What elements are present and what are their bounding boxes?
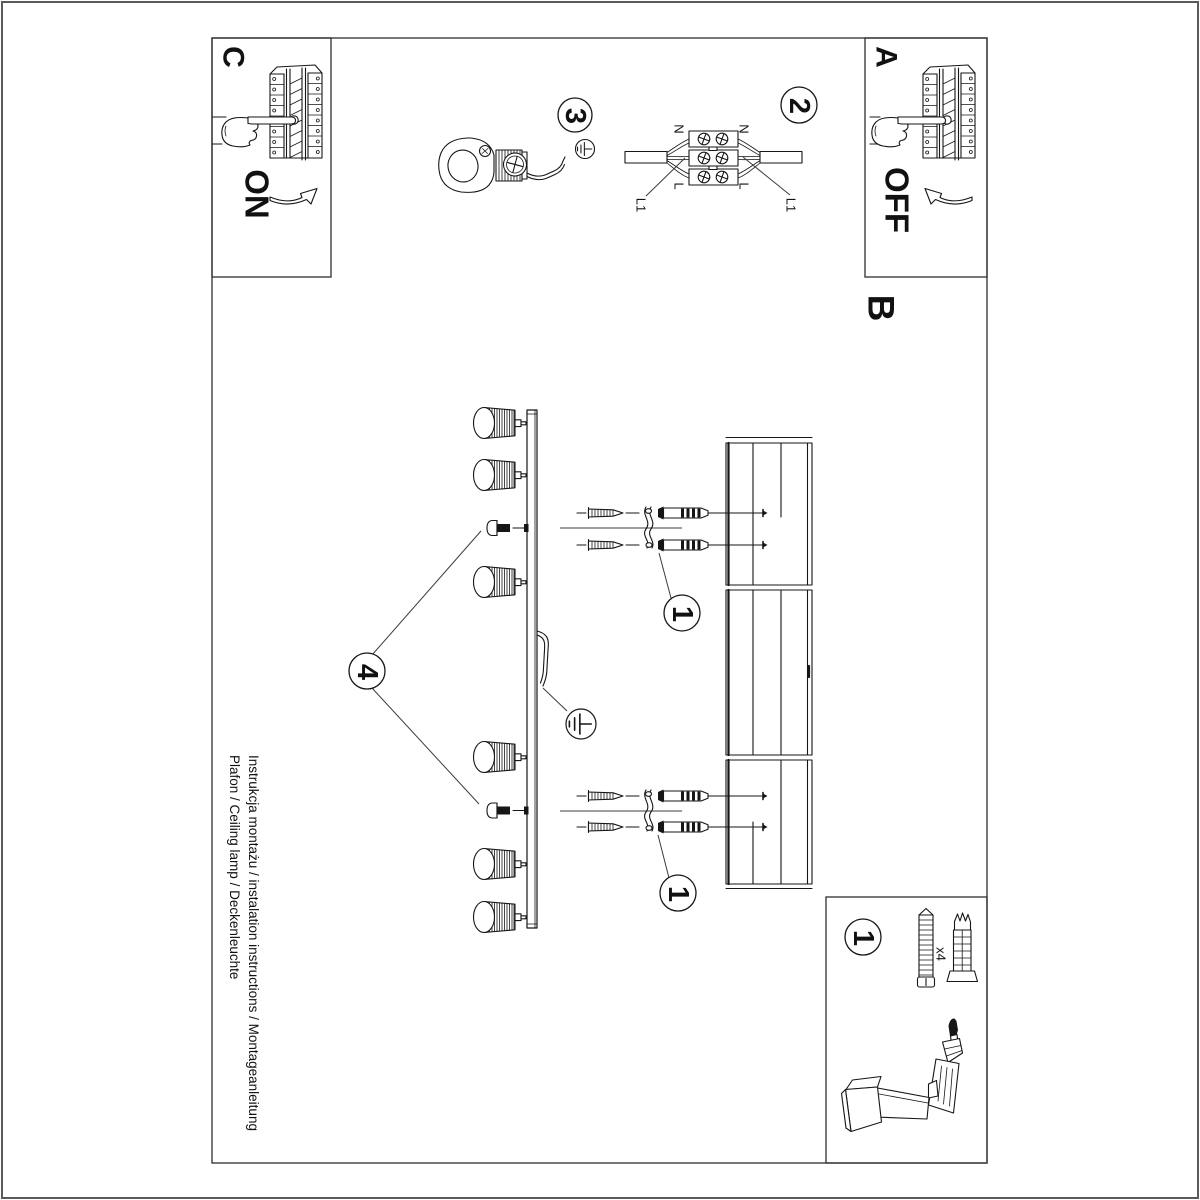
footer-line-2: Plafon / Ceiling lamp / Deckenleuchte: [227, 755, 242, 979]
circuit-breaker-illustration: [922, 64, 976, 161]
curved-arrow-icon: [269, 187, 318, 205]
off-label: OFF: [879, 167, 916, 233]
ceiling-lamp-bar-illustration: [472, 406, 549, 934]
wire-label-l-right: L: [737, 182, 752, 189]
fixing-screw-icon: [486, 519, 526, 537]
step-3-group: 3: [438, 97, 596, 193]
step-4-badge: 4: [351, 664, 383, 680]
drill-icon: [840, 1018, 964, 1133]
terminal-block-illustration: N N L L L1 L1: [624, 124, 803, 212]
mounting-screw-row: [576, 505, 769, 521]
wire-label-l1-left: L1: [634, 198, 649, 212]
sheet-frame: [211, 37, 988, 1164]
panel-a-letter: A: [870, 46, 903, 68]
step-1-badge: 1: [847, 930, 879, 946]
circuit-breaker-illustration: [269, 64, 323, 161]
panel-c: C ON: [211, 37, 332, 278]
on-label: ON: [239, 169, 276, 219]
spotlight-icon: [472, 406, 527, 440]
step-3-badge: 3: [559, 108, 591, 124]
mounting-hardware: 1 1: [560, 505, 769, 912]
quantity-label: x4: [934, 947, 949, 961]
step-2-badge: 2: [783, 98, 815, 114]
footer-line-1: Instrukcja montażu / instalation instruc…: [246, 755, 261, 1131]
spotlight-icon: [472, 740, 527, 774]
step-1-badge: 1: [666, 606, 698, 622]
wall-plug-icon: [946, 912, 979, 983]
terminal-screws: [697, 132, 729, 184]
wire-label-l1-right: L1: [784, 198, 799, 212]
ceiling-planks-illustration: [725, 436, 813, 890]
curved-arrow-icon: [924, 187, 973, 205]
spotlight-icon: [472, 847, 527, 881]
hardware-panel: 1 x4: [825, 896, 988, 1164]
wire-label-n-right: N: [737, 124, 752, 133]
step-2-group: 2 N N L L L1 L1: [624, 86, 818, 212]
wire-label-l-left: L: [672, 182, 687, 189]
step-1-badge: 1: [662, 886, 694, 902]
section-b-label: B: [861, 295, 902, 322]
power-cable: [536, 630, 549, 687]
arm-lines: [211, 116, 227, 145]
power-cable: [536, 634, 546, 684]
cable-clamp-illustration: [438, 137, 566, 193]
screw-icon: [916, 907, 936, 988]
earth-ground-group: [542, 687, 597, 740]
panel-a: A OFF: [864, 37, 988, 278]
fixing-screw-icon: [486, 802, 526, 819]
spotlight-icon: [472, 565, 527, 599]
spotlight-icon: [472, 900, 527, 934]
step-4-group: 4: [348, 530, 482, 805]
mounting-screw-row: [576, 537, 769, 553]
spotlight-icon: [472, 458, 527, 492]
mounting-screw-row: [576, 819, 769, 835]
mounting-screw-row: [576, 788, 769, 804]
wire-label-n-left: N: [672, 124, 687, 133]
panel-c-letter: C: [217, 46, 250, 68]
